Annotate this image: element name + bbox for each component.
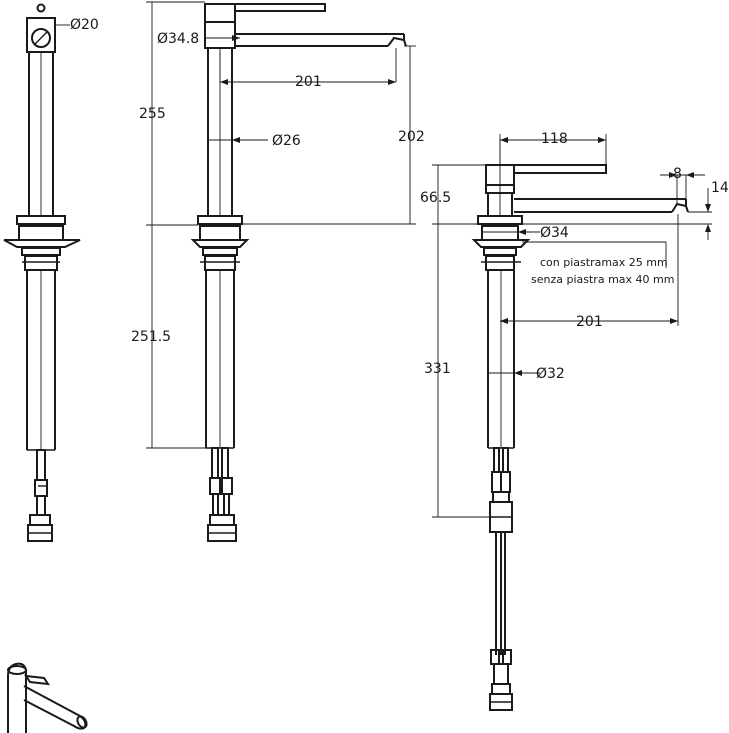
front-view <box>146 1 416 542</box>
dim-w201-top: 201 <box>295 74 322 90</box>
dim-h202: 202 <box>398 129 425 145</box>
dim-h14: 14 <box>711 180 729 196</box>
dim-w8: 8 <box>673 166 682 182</box>
dimension-labels: Ø20 Ø34.8 255 201 Ø26 202 251.5 118 8 14… <box>70 17 729 382</box>
dim-w201-bottom: 201 <box>576 314 603 330</box>
dim-d34-8: Ø34.8 <box>157 31 199 47</box>
dim-d26: Ø26 <box>272 133 301 149</box>
side-view <box>3 3 81 542</box>
iso-view <box>7 662 88 733</box>
dim-d20: Ø20 <box>70 17 99 33</box>
right-view <box>432 134 712 711</box>
dim-h251-5: 251.5 <box>131 329 171 345</box>
dim-h255: 255 <box>139 106 166 122</box>
note-without-plate: senza piastra max 40 mm <box>531 273 674 286</box>
dim-h331: 331 <box>424 361 451 377</box>
note-with-plate: con piastramax 25 mm <box>540 256 668 269</box>
dim-d34: Ø34 <box>540 225 569 241</box>
dim-d32: Ø32 <box>536 366 565 382</box>
dim-h66-5: 66.5 <box>420 190 451 206</box>
dim-w118: 118 <box>541 131 568 147</box>
